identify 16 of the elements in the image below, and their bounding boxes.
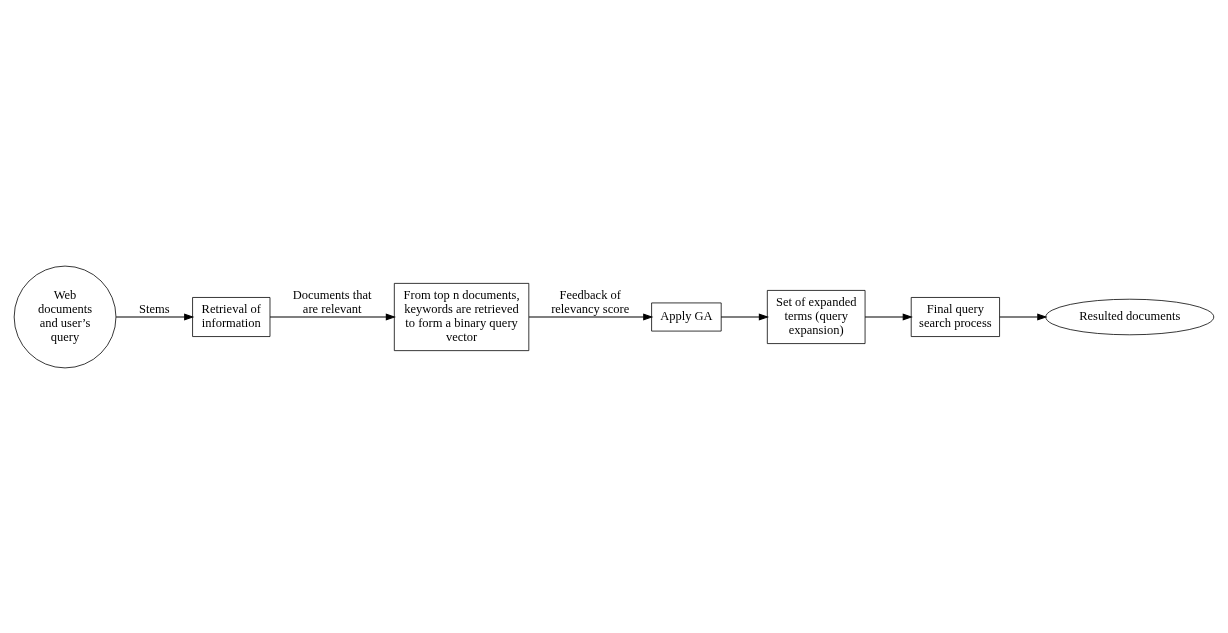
node-ellipse: Resulted documents — [1045, 298, 1215, 335]
arrow — [720, 312, 769, 321]
arrow — [269, 312, 396, 321]
node-box: Set of expanded terms (query expansion) — [766, 289, 866, 344]
node-box: Apply GA — [651, 302, 722, 331]
edge-label: Feedback of relevancy score — [551, 287, 630, 316]
edge-label: Documents that are relevant — [292, 287, 372, 316]
arrow — [528, 312, 654, 321]
node-box: Retrieval of information — [192, 296, 271, 337]
node-circle: Web documents and user’s query — [13, 265, 117, 368]
arrow — [864, 312, 913, 321]
node-box: Final query search process — [910, 296, 1000, 337]
arrow — [115, 312, 195, 321]
arrow — [999, 312, 1048, 321]
node-box: From top n documents, keywords are retrieved to form a binary query vector — [393, 282, 530, 351]
edge-label: Stems — [138, 301, 170, 316]
